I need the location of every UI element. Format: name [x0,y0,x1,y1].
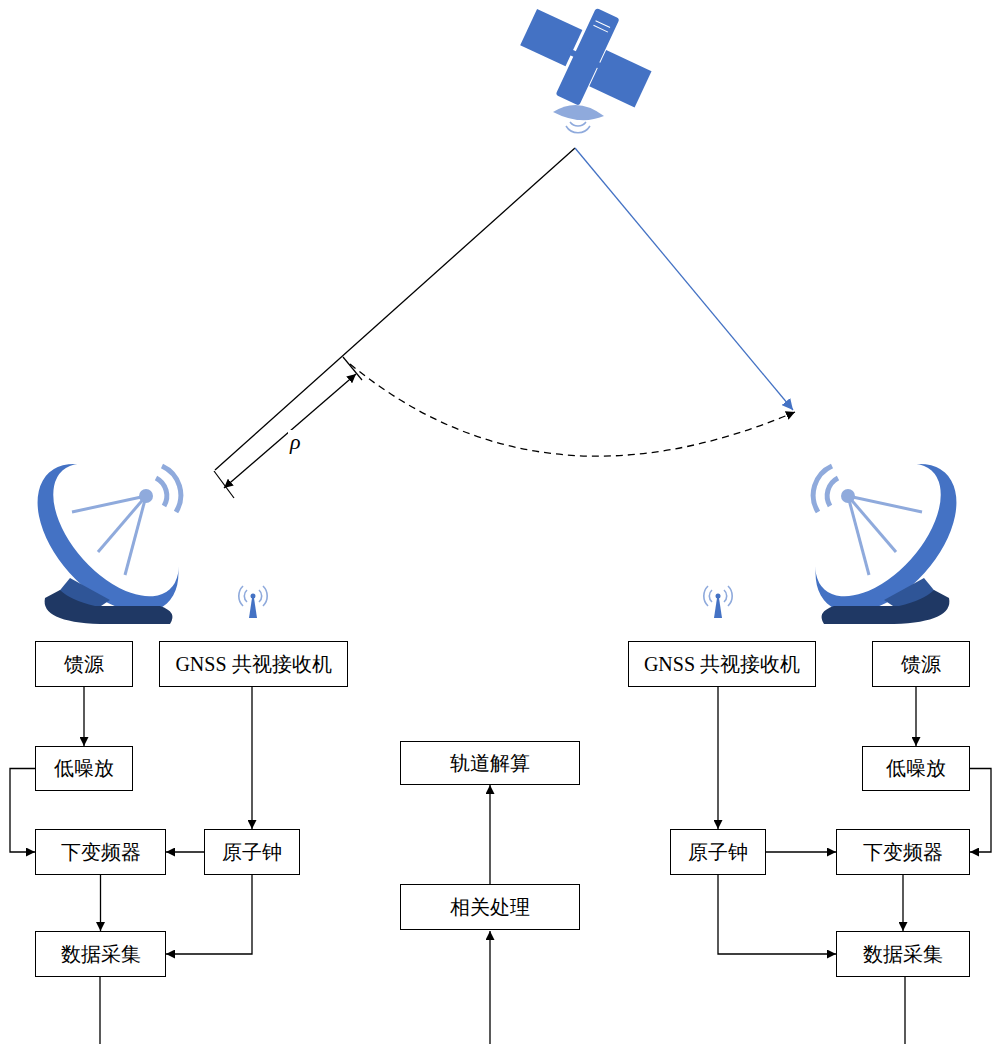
signal-connector [718,875,836,954]
process-box: 数据采集 [836,931,970,977]
process-box: 低噪放 [35,746,133,791]
box-label: 数据采集 [61,941,141,968]
box-label: 低噪放 [886,755,946,782]
process-box: GNSS 共视接收机 [159,641,348,687]
process-box: 馈源 [872,641,970,687]
signal-connector [717,687,718,829]
signal-connector [766,851,836,852]
process-box: 原子钟 [204,829,300,875]
box-label: GNSS 共视接收机 [644,651,800,678]
dish-antenna [10,438,205,638]
process-box: 下变频器 [35,829,166,875]
data-line [904,977,905,1044]
signal-connector [915,687,916,746]
signal-connector [902,875,903,931]
box-label: 相关处理 [450,894,530,921]
process-box: 相关处理 [400,884,580,930]
signal-connector [251,687,252,829]
dimension-line [224,374,356,488]
data-line [489,931,490,1044]
box-label: 数据采集 [863,941,943,968]
signal-connector [489,785,490,884]
box-label: 下变频器 [61,839,141,866]
box-label: 轨道解算 [450,750,530,777]
box-label: 馈源 [901,651,941,678]
signal-connector [970,769,991,853]
box-label: 下变频器 [863,839,943,866]
signal-connector [166,875,252,954]
process-box: 馈源 [35,641,133,687]
process-box: GNSS 共视接收机 [628,641,816,687]
signal-connector [83,687,84,746]
satellite [507,0,665,127]
gnss-antenna [704,586,732,618]
box-label: 低噪放 [54,755,114,782]
process-box: 下变频器 [836,829,970,875]
box-label: 原子钟 [688,839,748,866]
box-label: 原子钟 [222,839,282,866]
box-label: GNSS 共视接收机 [175,651,331,678]
process-box: 低噪放 [862,746,970,791]
data-line [99,977,100,1044]
signal-connector [166,851,204,852]
signal-connector [10,769,35,853]
box-label: 馈源 [64,651,104,678]
delay-arc [350,364,795,456]
process-box: 轨道解算 [400,741,580,785]
dimension-label: ρ [288,430,303,454]
signal-path [575,148,793,410]
dish-antenna [788,438,983,638]
signal-path [215,148,575,470]
gnss-antenna [239,586,267,618]
signal-connector [100,875,101,931]
process-box: 数据采集 [35,931,166,977]
process-box: 原子钟 [670,829,766,875]
